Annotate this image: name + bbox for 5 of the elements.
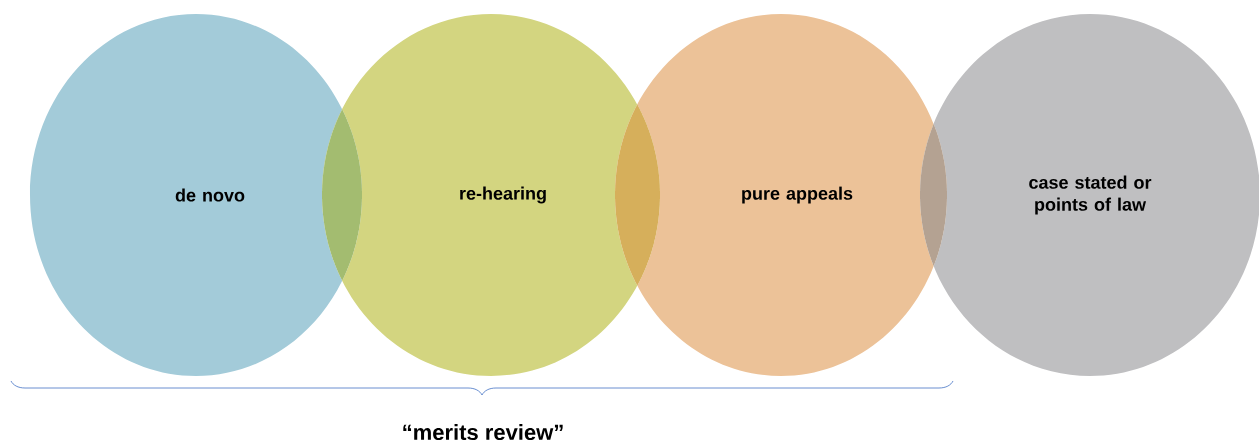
circle-label: case stated or points of law (1029, 175, 1152, 215)
circle-label: de novo (175, 188, 245, 202)
brace-label: “merits review” (403, 423, 563, 441)
circle-label: re-hearing (460, 186, 546, 204)
circle-label: pure appeals (742, 186, 853, 204)
